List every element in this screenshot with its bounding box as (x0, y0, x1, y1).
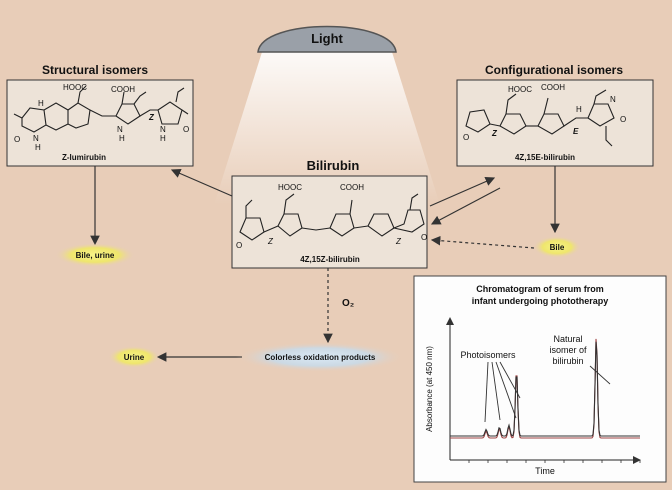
lumirubin-n2: N (117, 125, 123, 134)
bilirubin-z-right: Z (395, 237, 402, 246)
bilirubin-name: 4Z,15Z-bilirubin (300, 255, 360, 264)
lumirubin-o1: O (14, 135, 20, 144)
arrow-bilirubin-to-configurational (429, 176, 496, 207)
light-beam (214, 52, 440, 205)
chromatogram-title-line1: Chromatogram of serum from (476, 284, 604, 294)
natural-isomer-line2: isomer of (549, 345, 587, 355)
config-n: N (610, 95, 616, 104)
config-h: H (576, 105, 582, 114)
config-o2: O (620, 115, 626, 124)
chromatogram-line (450, 338, 640, 439)
chromatogram-xlabel: Time (535, 466, 555, 476)
bile-label: Bile (550, 243, 565, 252)
bile-urine-label: Bile, urine (76, 251, 115, 260)
bilirubin-structure (239, 193, 425, 241)
oxygen-label: O₂ (342, 298, 354, 309)
bilirubin-acid-left: HOOC (278, 183, 302, 192)
chromatogram-ticks (468, 460, 641, 463)
oxidation-label: Colorless oxidation products (265, 353, 376, 362)
arrow-bilirubin-to-structural (170, 168, 233, 197)
config-z-label: Z (491, 129, 498, 138)
lumirubin-n1: N (33, 134, 39, 143)
natural-isomer-pointer (589, 365, 611, 385)
lamp-shade (257, 25, 397, 53)
lumirubin-name: Z-lumirubin (62, 153, 106, 162)
bilirubin-box (231, 175, 428, 269)
structural-heading: Structural isomers (42, 63, 148, 77)
light-label: Light (311, 31, 343, 46)
urine-label: Urine (124, 353, 145, 362)
oxidation-glow (236, 342, 404, 372)
bilirubin-o-right: O (421, 233, 427, 242)
lumirubin-n3: N (160, 125, 166, 134)
lumirubin-h: H (38, 99, 44, 108)
lumirubin-structure (13, 85, 189, 133)
photoisomer-pointers (484, 361, 521, 423)
bilirubin-z-left: Z (267, 237, 274, 246)
natural-isomer-line1: Natural (553, 334, 582, 344)
chromatogram-title-line2: infant undergoing phototherapy (472, 296, 609, 306)
bile-urine-glow (55, 243, 135, 267)
bilirubin-o-left: O (236, 241, 242, 250)
config-acid-left: HOOC (508, 85, 532, 94)
config-e-label: E (573, 127, 579, 136)
config-name: 4Z,15E-bilirubin (515, 153, 575, 162)
config-o1: O (463, 133, 469, 142)
configurational-structure (465, 89, 615, 147)
bilirubin-heading: Bilirubin (307, 158, 360, 173)
lumirubin-n2-h: H (119, 134, 125, 143)
chromatogram-line (450, 341, 640, 437)
bile-glow (533, 236, 581, 258)
lumirubin-n1-h: H (35, 143, 41, 152)
lumirubin-z-label: Z (148, 113, 155, 122)
lumirubin-n3-h: H (160, 134, 166, 143)
configurational-heading: Configurational isomers (485, 63, 623, 77)
natural-isomer-line3: bilirubin (552, 356, 583, 366)
lumirubin-acid-right: COOH (111, 85, 135, 94)
chromatogram-trace (450, 338, 640, 439)
arrow-bile-to-bilirubin-dotted (430, 235, 535, 249)
config-acid-right: COOH (541, 83, 565, 92)
urine-glow (108, 346, 160, 368)
lumirubin-o2: O (183, 125, 189, 134)
chromatogram-panel (413, 275, 667, 483)
arrow-configurational-to-bilirubin (430, 187, 501, 225)
photoisomers-label: Photoisomers (460, 350, 516, 360)
lumirubin-acid-left: HOOC (63, 83, 87, 92)
chromatogram-ylabel: Absorbance (at 450 nm) (425, 346, 434, 432)
bilirubin-acid-right: COOH (340, 183, 364, 192)
